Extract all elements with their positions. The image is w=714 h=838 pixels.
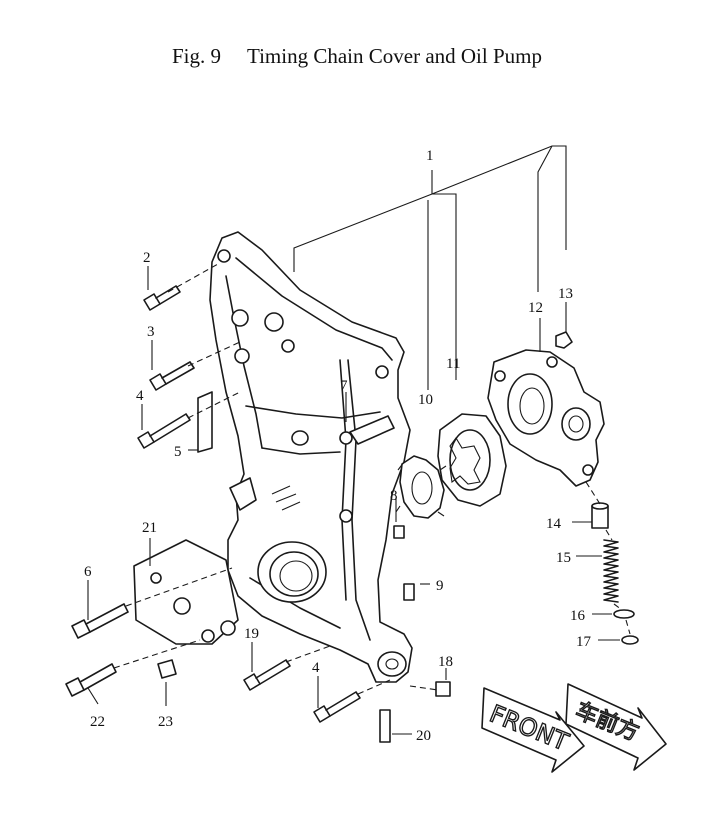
bolt-13 xyxy=(555,331,573,349)
figure-title: Fig. 9 Timing Chain Cover and Oil Pump xyxy=(0,44,714,69)
callout-17: 17 xyxy=(576,634,592,650)
callout-18: 18 xyxy=(438,654,453,670)
callout-1: 1 xyxy=(426,148,434,164)
bolt-4-upper xyxy=(137,413,191,449)
callout-22: 22 xyxy=(90,714,105,730)
callout-10: 10 xyxy=(418,392,433,408)
dowel-8 xyxy=(393,525,405,539)
callout-16: 16 xyxy=(570,608,586,624)
callout-4b: 4 xyxy=(312,660,320,676)
plug-18 xyxy=(435,681,451,697)
leader-lines xyxy=(87,145,620,735)
engine-mount-bracket-21 xyxy=(133,539,239,645)
relief-valve-plunger xyxy=(591,502,609,529)
callout-5: 5 xyxy=(174,444,182,460)
dowel-9 xyxy=(403,583,415,601)
callout-labels: 1 2 3 4 5 6 7 8 9 10 11 12 13 14 15 16 1… xyxy=(84,148,592,744)
stud-20 xyxy=(379,709,391,743)
timing-chain-cover xyxy=(209,231,413,683)
bracket-5 xyxy=(197,391,213,453)
front-arrow-chinese: 车前方 xyxy=(565,683,667,771)
figure-number: Fig. 9 xyxy=(171,44,221,68)
callout-8: 8 xyxy=(390,488,398,504)
callout-11: 11 xyxy=(446,356,460,372)
callout-23: 23 xyxy=(158,714,173,730)
snap-ring xyxy=(621,635,639,645)
callout-2: 2 xyxy=(143,250,151,266)
bolt-22 xyxy=(65,663,117,697)
bolt-6 xyxy=(71,603,129,639)
spring-seat xyxy=(613,609,635,619)
callout-9: 9 xyxy=(436,578,444,594)
inner-rotor xyxy=(395,455,447,519)
bolt-4-lower xyxy=(313,691,361,723)
bolt-3 xyxy=(149,361,195,391)
figure-caption: Timing Chain Cover and Oil Pump xyxy=(247,44,542,68)
callout-3: 3 xyxy=(147,324,155,340)
callout-15: 15 xyxy=(556,550,571,566)
callout-14: 14 xyxy=(546,516,562,532)
outer-rotor xyxy=(437,413,507,507)
callout-7: 7 xyxy=(340,378,348,394)
callout-6: 6 xyxy=(84,564,92,580)
oil-pump-housing xyxy=(487,349,605,487)
callout-13: 13 xyxy=(558,286,573,302)
bolt-2 xyxy=(143,285,181,311)
relief-valve-spring xyxy=(603,539,619,603)
bolt-19 xyxy=(243,659,291,691)
callout-21: 21 xyxy=(142,520,157,536)
bolt-23 xyxy=(157,659,177,679)
callout-19: 19 xyxy=(244,626,259,642)
callout-20: 20 xyxy=(416,728,431,744)
callout-12: 12 xyxy=(528,300,543,316)
callout-4a: 4 xyxy=(136,388,144,404)
